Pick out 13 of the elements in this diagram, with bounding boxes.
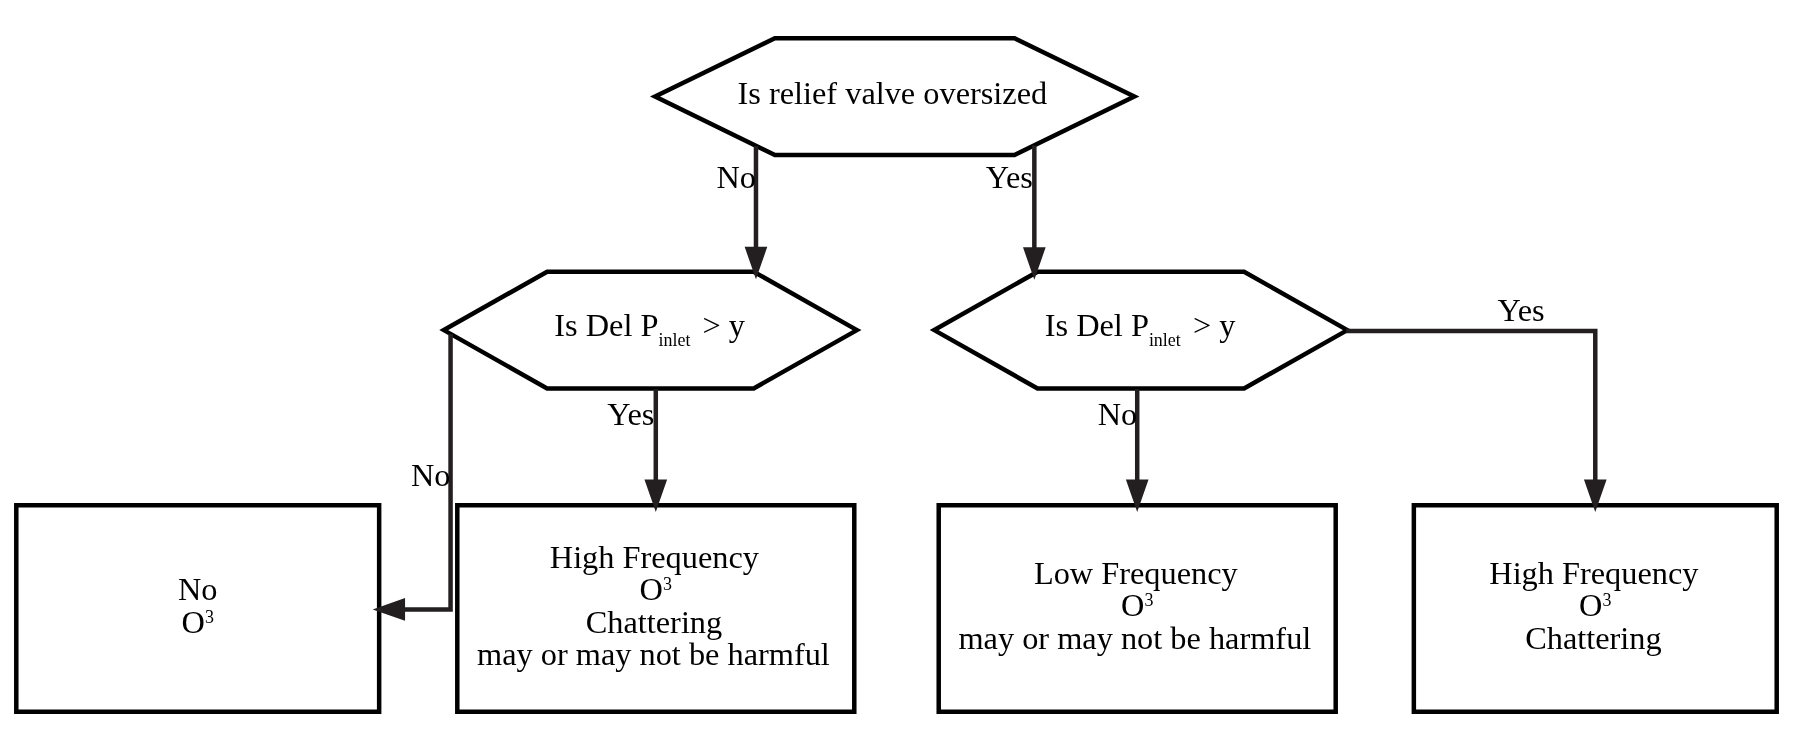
arrow — [1346, 328, 1607, 512]
edge-label: Yes — [1497, 291, 1545, 328]
edge-label: Yes — [607, 396, 655, 433]
arrow — [744, 146, 768, 280]
arrow — [644, 389, 668, 512]
node-box: No O$^{3}$ — [14, 503, 382, 715]
node-box: High Frequency O$^{3}$ Chattering may or may not be harmful — [455, 503, 857, 715]
edge-label: Yes — [985, 158, 1033, 195]
arrow — [1125, 389, 1149, 512]
arrow — [1023, 145, 1046, 280]
node-box: Low Frequency O$^{3}$ may or may not be harmful — [936, 503, 1338, 715]
node-box: High Frequency O$^{3}$ Chattering — [1411, 503, 1779, 715]
arrow — [372, 334, 453, 621]
